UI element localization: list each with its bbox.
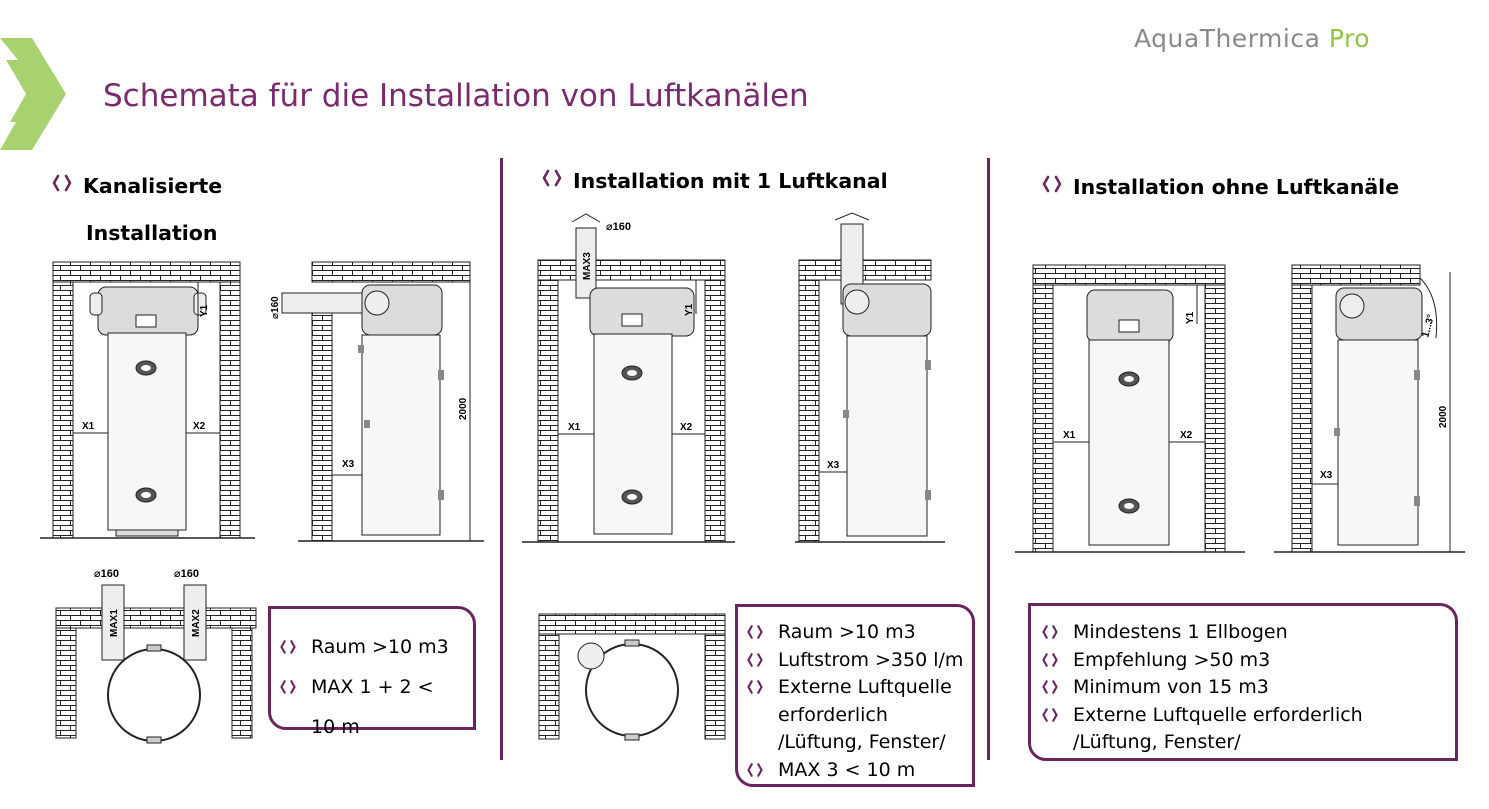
max1-label: MAX1 xyxy=(109,609,120,637)
section-3-notes-box: Mindestens 1 Ellbogen Empfehlung >50 m3 … xyxy=(1028,603,1458,761)
note-item: Luftstrom >350 l/m xyxy=(746,647,972,675)
diameter-label: ⌀160 xyxy=(270,296,281,319)
bullet-icon xyxy=(746,679,764,695)
max3-label: MAX3 xyxy=(582,252,593,280)
diagram-one-duct-front-view: X1 X2 Y1 MAX3 ⌀160 xyxy=(522,213,735,543)
diameter-label: ⌀160 xyxy=(606,221,631,233)
section-1-heading-line2: Installation xyxy=(86,221,218,245)
x1-label: X1 xyxy=(568,422,581,433)
note-item: Externe Luftquelle erforderlich /Lüftung… xyxy=(746,674,972,757)
x2-label: X2 xyxy=(680,422,693,433)
note-item: MAX 1 + 2 < 10 m xyxy=(279,667,473,747)
x1-label: X1 xyxy=(1063,430,1076,441)
section-2-notes-box: Raum >10 m3 Luftstrom >350 l/m Externe L… xyxy=(735,604,975,787)
x3-label: X3 xyxy=(1320,470,1333,481)
note-item: Externe Luftquelle erforderlich /Lüftung… xyxy=(1041,702,1455,757)
x1-label: X1 xyxy=(82,421,95,432)
logo-chevron-icon xyxy=(0,38,66,150)
section-3-heading: Installation ohne Luftkanäle xyxy=(1041,175,1399,199)
section-1-notes-box: Raum >10 m3 MAX 1 + 2 < 10 m xyxy=(268,606,476,738)
y1-label: Y1 xyxy=(684,303,695,316)
diameter-1-label: ⌀160 xyxy=(94,568,119,580)
diagram-ducted-front-view: X1 X2 Y1 xyxy=(40,261,255,539)
page-title: Schemata für die Installation von Luftka… xyxy=(103,78,809,114)
note-item: Mindestens 1 Ellbogen xyxy=(1041,619,1455,647)
x3-label: X3 xyxy=(342,459,355,470)
diagram-no-duct-side-view: X3 2000 1...3° xyxy=(1274,264,1465,553)
diagram-one-duct-side-view: X3 xyxy=(795,212,945,543)
note-item: Empfehlung >50 m3 xyxy=(1041,647,1455,675)
bullet-icon xyxy=(1041,175,1063,193)
diameter-2-label: ⌀160 xyxy=(174,568,199,580)
diagram-one-duct-top-view xyxy=(538,613,726,741)
bullet-icon xyxy=(279,679,297,695)
note-item: MAX 3 < 10 m xyxy=(746,757,972,785)
section-divider-1 xyxy=(500,158,503,760)
x3-label: X3 xyxy=(827,460,840,471)
brand-logo: AquaThermica Pro xyxy=(1134,24,1371,53)
y1-label: Y1 xyxy=(199,304,210,317)
section-divider-2 xyxy=(987,158,990,760)
bullet-icon xyxy=(1041,707,1059,723)
height-label: 2000 xyxy=(1438,405,1449,428)
x2-label: X2 xyxy=(193,421,206,432)
diagram-ducted-top-view: ⌀160 ⌀160 MAX1 MAX2 xyxy=(55,568,257,744)
section-1-heading: Kanalisierte xyxy=(51,174,222,198)
bullet-icon xyxy=(1041,652,1059,668)
height-label: 2000 xyxy=(458,397,469,420)
bullet-icon xyxy=(1041,624,1059,640)
note-item: Raum >10 m3 xyxy=(746,619,972,647)
note-item: Minimum von 15 m3 xyxy=(1041,674,1455,702)
bullet-icon xyxy=(541,169,563,187)
bullet-icon xyxy=(746,624,764,640)
diagram-ducted-side-view: X3 2000 ⌀160 xyxy=(270,261,484,542)
bullet-icon xyxy=(746,652,764,668)
note-item: Raum >10 m3 xyxy=(279,627,473,667)
angle-label: 1...3° xyxy=(1420,313,1437,339)
bullet-icon xyxy=(279,639,297,655)
bullet-icon xyxy=(746,762,764,778)
max2-label: MAX2 xyxy=(191,609,202,637)
diagram-no-duct-front-view: X1 X2 Y1 xyxy=(1015,264,1245,553)
bullet-icon xyxy=(51,174,73,192)
x2-label: X2 xyxy=(1180,430,1193,441)
section-2-heading: Installation mit 1 Luftkanal xyxy=(541,169,888,193)
bullet-icon xyxy=(1041,679,1059,695)
y1-label: Y1 xyxy=(1185,311,1196,324)
